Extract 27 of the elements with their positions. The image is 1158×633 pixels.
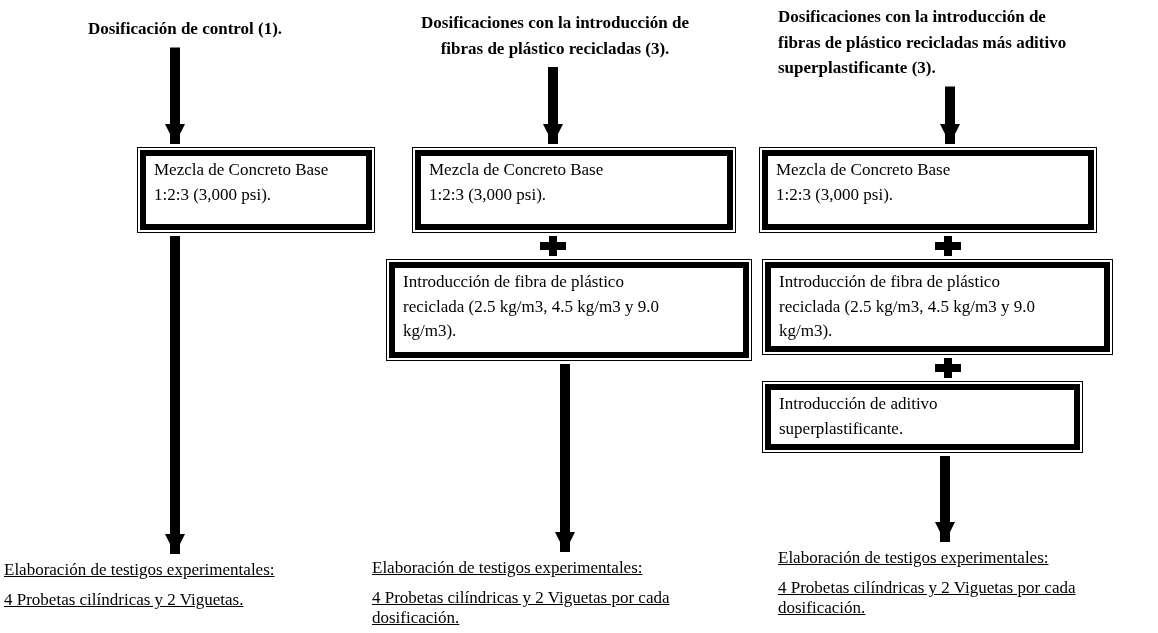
column-heading: Dosificación de control (1).	[35, 16, 335, 42]
arrow	[555, 364, 575, 552]
result-text: 4 Probetas cilíndricas y 2 Viguetas por cada dosificación.	[372, 588, 671, 629]
process-box	[415, 150, 733, 230]
arrow	[940, 86, 960, 144]
arrow	[935, 456, 955, 542]
box-text: Introducción de aditivo superplastificante.	[779, 393, 939, 440]
box-text: Mezcla de Concreto Base 1:2:3 (3,000 psi).	[429, 159, 605, 206]
column-heading: Dosificaciones con la introducción de fibras de plástico recicladas más aditivo superplastificante (3).	[778, 4, 1088, 81]
box-text: Introducción de fibra de plástico reciclada (2.5 kg/m3, 4.5 kg/m3 y 9.0 kg/m3).	[779, 271, 1036, 343]
result-text: Elaboración de testigos experimentales:	[4, 560, 276, 581]
process-box	[765, 384, 1080, 450]
box-text: Introducción de fibra de plástico reciclada (2.5 kg/m3, 4.5 kg/m3 y 9.0 kg/m3).	[403, 271, 660, 343]
process-box	[762, 150, 1094, 230]
result-text: 4 Probetas cilíndricas y 2 Viguetas.	[4, 590, 245, 611]
arrow	[165, 47, 185, 144]
result-text: Elaboración de testigos experimentales:	[372, 558, 644, 579]
arrow	[543, 67, 563, 144]
process-box	[140, 150, 372, 230]
column-heading: Dosificaciones con la introducción de fibras de plástico recicladas (3).	[400, 10, 710, 61]
process-box	[765, 262, 1110, 352]
box-text: Mezcla de Concreto Base 1:2:3 (3,000 psi).	[154, 159, 330, 206]
arrow	[165, 236, 185, 554]
result-text: Elaboración de testigos experimentales:	[778, 548, 1050, 569]
process-box	[389, 262, 749, 358]
box-text: Mezcla de Concreto Base 1:2:3 (3,000 psi).	[776, 159, 952, 206]
result-text: 4 Probetas cilíndricas y 2 Viguetas por cada dosificación.	[778, 578, 1077, 619]
